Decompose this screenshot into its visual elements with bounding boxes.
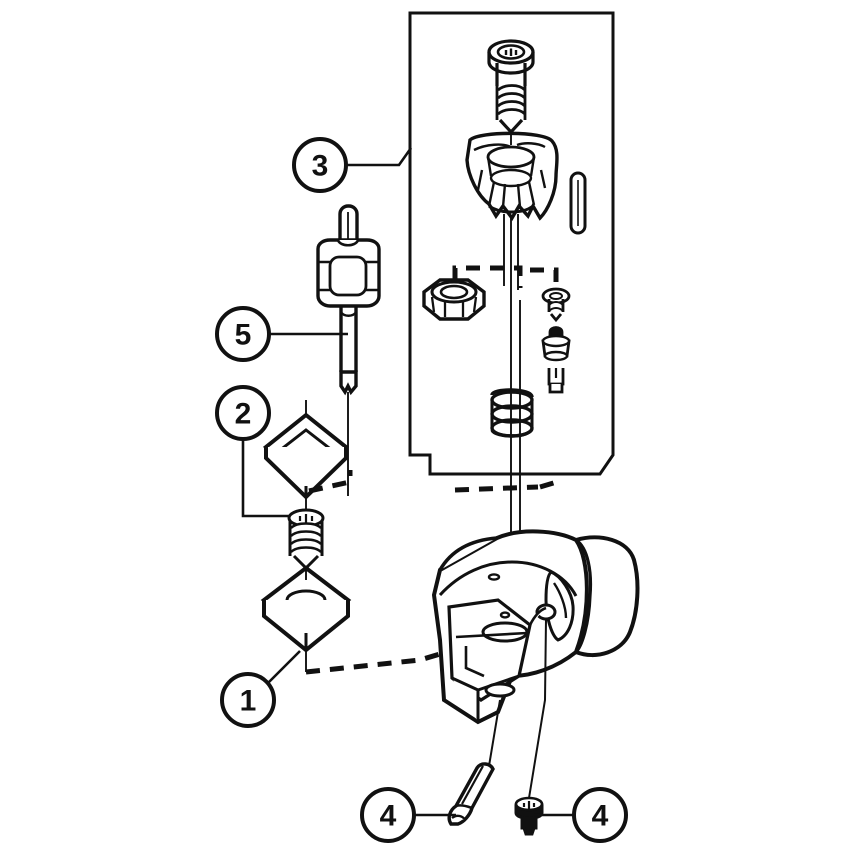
- pin-screw: [541, 287, 571, 323]
- dowel-pin-axis: [488, 699, 501, 767]
- leader-1: [267, 650, 301, 684]
- callout-4-left[interactable]: 4: [360, 787, 416, 843]
- leader-2: [241, 439, 289, 518]
- dowel-pin: [447, 762, 495, 826]
- insert-assembly-dashed: [305, 470, 521, 675]
- stud: [541, 326, 571, 362]
- callout-2[interactable]: 2: [215, 385, 271, 441]
- torx-key: [316, 204, 381, 396]
- callout-2-label: 2: [235, 398, 252, 431]
- leader-3: [346, 147, 413, 167]
- callout-5-label: 5: [235, 319, 252, 352]
- callout-3[interactable]: 3: [292, 137, 348, 193]
- callout-4-right[interactable]: 4: [572, 787, 628, 843]
- square-insert: [262, 412, 350, 500]
- guide-rod: [569, 171, 587, 235]
- fork-pin: [547, 368, 565, 394]
- clamp-screw: [487, 39, 535, 135]
- lock-screw-axis: [528, 618, 547, 799]
- shim-plate: [260, 565, 352, 653]
- callout-1-label: 1: [240, 685, 257, 718]
- callout-bubbles: 1 2 3 4 4 5: [215, 137, 628, 843]
- coil-spring: [490, 388, 534, 438]
- callout-1[interactable]: 1: [220, 672, 276, 728]
- top-clamp-body: [465, 131, 559, 222]
- hex-nut: [422, 278, 486, 321]
- callout-4-right-label: 4: [592, 800, 609, 833]
- assembly-dashed-guides: [452, 265, 561, 493]
- clamp-kit-boundary: [408, 11, 615, 476]
- callout-4-left-label: 4: [380, 800, 397, 833]
- callout-3-label: 3: [312, 150, 329, 183]
- lock-screw: [514, 796, 544, 836]
- tool-holder-body: [431, 529, 640, 725]
- callout-leaders: [241, 147, 574, 817]
- callout-5[interactable]: 5: [215, 306, 271, 362]
